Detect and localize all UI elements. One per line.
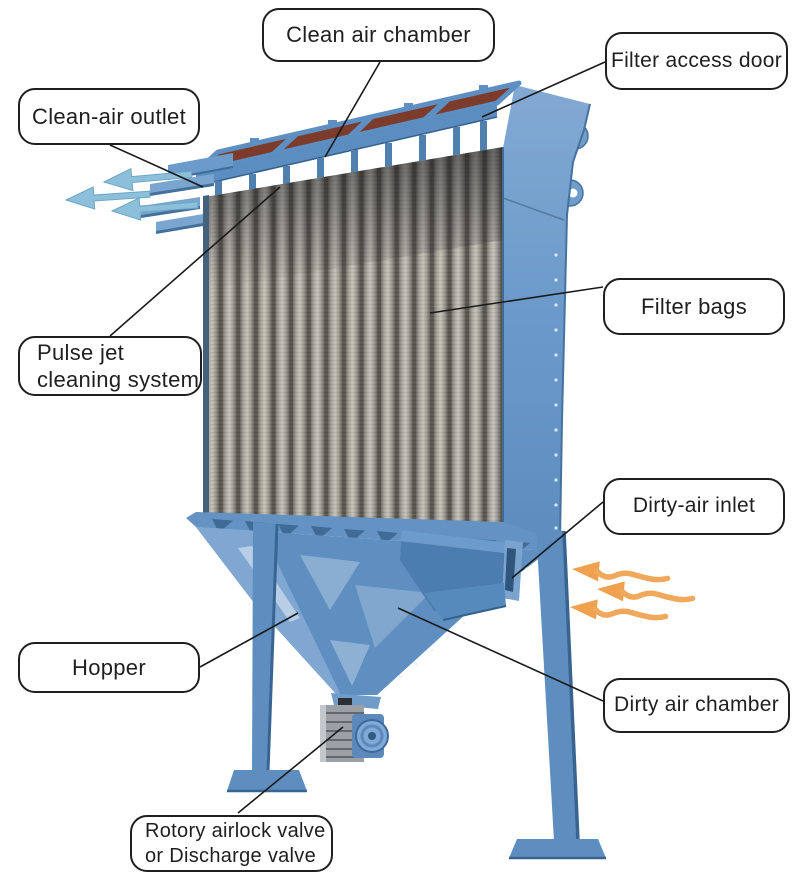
blowpipe-shadow xyxy=(150,183,214,196)
label-text: Filter bags xyxy=(640,293,747,319)
leader-line xyxy=(511,501,604,579)
bag-top-shadow xyxy=(205,147,503,290)
label-pulse-jet-cleaning-system: Pulse jet cleaning system xyxy=(18,336,202,396)
label-dirty-air-inlet: Dirty-air inlet xyxy=(603,478,785,535)
left-leg-edge xyxy=(266,523,279,773)
leader-line xyxy=(237,726,344,814)
label-text: Filter access door xyxy=(610,48,783,72)
label-rotary-airlock-valve: Rotory airlock valve or Discharge valve xyxy=(130,815,333,872)
blowpipe xyxy=(156,212,215,233)
inlet-duct-top xyxy=(400,530,517,554)
label-text-line2: or Discharge valve xyxy=(145,844,317,867)
hopper-highlight xyxy=(330,640,370,686)
leader-lines xyxy=(109,61,606,814)
clean-air-arrow-icon xyxy=(64,186,151,210)
label-text: Dirty air chamber xyxy=(614,693,779,717)
inlet-lower-step xyxy=(424,583,506,620)
dirty-air-arrow-icon xyxy=(597,581,696,603)
hopper-highlight xyxy=(300,555,360,610)
blowpipe xyxy=(150,174,214,195)
left-foot xyxy=(227,770,307,791)
label-clean-air-outlet: Clean-air outlet xyxy=(18,88,200,145)
dirty-air-inlet-duct xyxy=(400,530,523,621)
valve-motor-hub xyxy=(368,732,376,740)
leader-line xyxy=(397,607,604,702)
roof-cross-beam xyxy=(271,131,299,157)
leader-line xyxy=(109,144,204,188)
roof-cross-beam xyxy=(347,114,374,140)
support-legs xyxy=(227,522,606,860)
blowpipe-shadow xyxy=(156,221,215,234)
inlet-opening xyxy=(505,548,516,592)
label-text-line1: Rotory airlock valve xyxy=(145,819,326,842)
roof-eave-beam xyxy=(196,103,497,186)
filter-bags-front xyxy=(195,147,504,525)
leader-line xyxy=(199,612,299,668)
clean-air-arrow-icon xyxy=(110,197,199,221)
dirty-air-flow-arrows xyxy=(570,561,696,621)
tube-sheet-brackets xyxy=(215,121,487,197)
hopper-highlight xyxy=(355,585,430,648)
leader-line xyxy=(109,186,281,337)
clean-air-flow-arrows xyxy=(64,167,199,221)
left-edge-strip xyxy=(203,195,209,516)
right-foot xyxy=(509,839,606,858)
clean-air-arrow-icon xyxy=(102,167,193,192)
label-hopper: Hopper xyxy=(18,642,200,693)
valve-top-detail xyxy=(338,698,352,707)
label-filter-access-door: Filter access door xyxy=(605,32,788,90)
side-panel-bolts xyxy=(554,253,558,530)
valve-motor-ring xyxy=(360,724,384,748)
valve-highlight xyxy=(320,705,326,762)
housing-side-panel xyxy=(502,85,591,541)
right-leg xyxy=(536,527,578,841)
roof-eave-shadow xyxy=(195,116,498,187)
roof-cross-beam xyxy=(422,97,450,123)
inlet-step-shadow xyxy=(442,605,507,621)
rotary-airlock-valve xyxy=(320,693,389,762)
leader-line xyxy=(481,61,606,118)
label-text: Dirty-air inlet xyxy=(632,494,756,518)
leader-line xyxy=(324,61,381,158)
label-text-line2: cleaning system xyxy=(37,367,200,392)
side-panel-seam xyxy=(502,197,565,221)
label-dirty-air-chamber: Dirty air chamber xyxy=(603,678,790,733)
label-clean-air-chamber: Clean air chamber xyxy=(262,8,495,62)
dirty-air-arrow-icon xyxy=(570,599,669,621)
dirty-air-arrow-icon xyxy=(572,561,671,583)
label-text: Clean air chamber xyxy=(286,22,471,48)
label-filter-bags: Filter bags xyxy=(603,278,785,335)
leader-line xyxy=(429,286,604,314)
label-text: Clean-air outlet xyxy=(32,103,186,129)
left-leg xyxy=(252,522,277,772)
label-text: Hopper xyxy=(72,654,146,680)
label-text-line1: Pulse jet xyxy=(37,339,125,365)
side-panel-edge xyxy=(559,103,591,541)
